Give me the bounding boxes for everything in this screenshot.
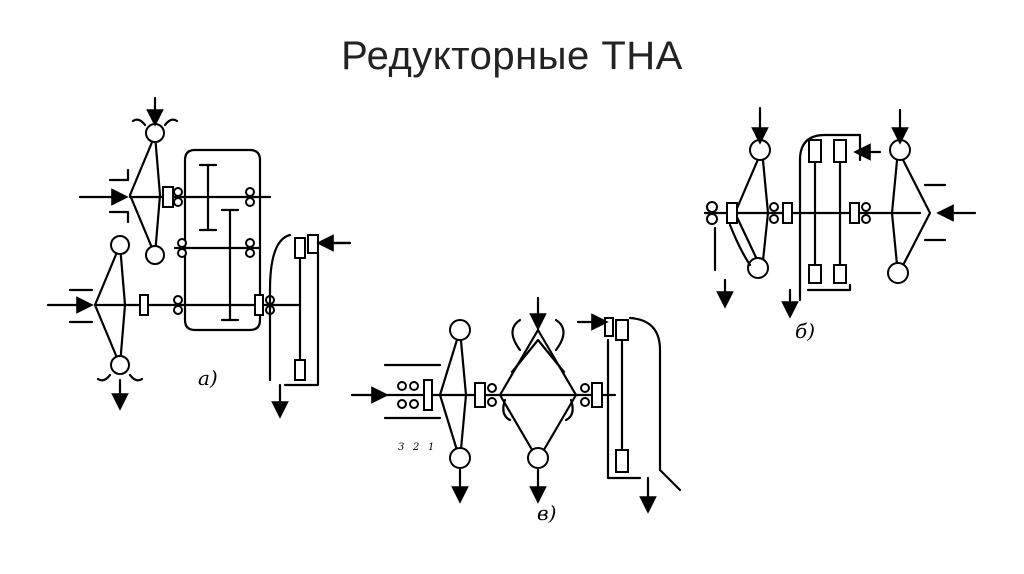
- scheme-b-seals: [769, 202, 871, 224]
- slide-title: Редукторные ТНА: [341, 34, 683, 78]
- bearing-number-2: 2: [412, 442, 419, 453]
- bearing-number-3: 3: [398, 442, 404, 453]
- scheme-b-label: б): [795, 319, 815, 343]
- scheme-b-turbine: [781, 133, 882, 319]
- scheme-a-turbine: [268, 233, 352, 419]
- scheme-v-pump-1: [438, 319, 471, 504]
- scheme-a: а): [46, 96, 352, 419]
- scheme-a-label: а): [198, 366, 218, 390]
- scheme-b-right-pump: [887, 108, 977, 284]
- scheme-a-lower-pump: [46, 235, 144, 411]
- scheme-a-gearbox: [173, 148, 262, 332]
- scheme-v-label: в): [537, 501, 556, 525]
- scheme-a-upper-pump: [78, 96, 179, 265]
- scheme-b-left-pump: [706, 106, 771, 309]
- scheme-b: б): [703, 106, 977, 343]
- scheme-v: 3 2 1: [350, 296, 682, 525]
- bearing-number-1: 1: [428, 442, 434, 453]
- scheme-a-bearings-upper: [162, 186, 255, 208]
- scheme-v-bearings: 3 2 1: [350, 363, 442, 453]
- scheme-v-pump-2: [498, 296, 578, 504]
- scheme-v-turbine: [576, 313, 682, 514]
